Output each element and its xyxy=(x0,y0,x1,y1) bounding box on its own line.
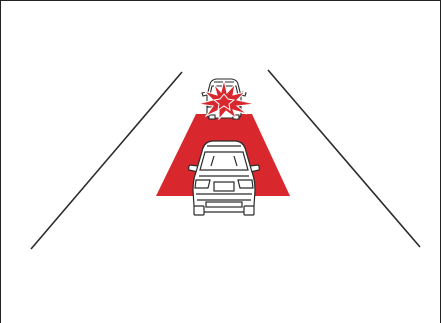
right-lane-line xyxy=(268,70,420,247)
left-lane-line xyxy=(31,72,182,249)
